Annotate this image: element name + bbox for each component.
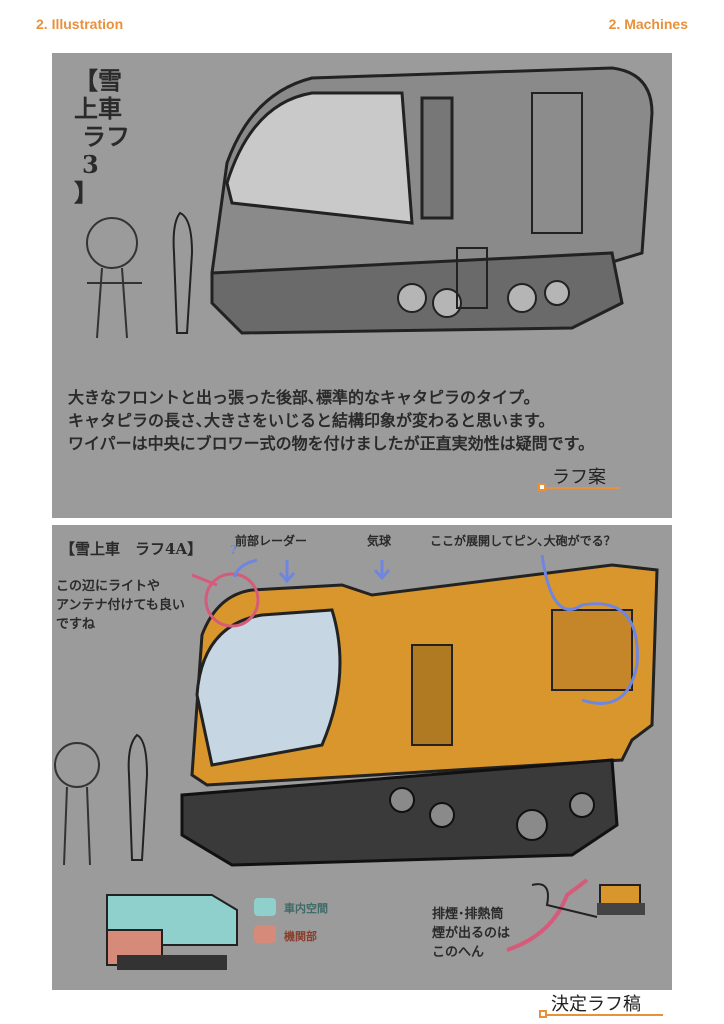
description-line: 大きなフロントと出っ張った後部､標準的なキャタピラのタイプ。 (68, 388, 540, 407)
title-line: 】 (74, 178, 98, 207)
note-front-radar: 前部レーダー (235, 534, 308, 548)
note-balloon: 気球 (367, 534, 392, 548)
title-line: ラフ3 (82, 122, 130, 179)
note-line: この辺にライトや (56, 579, 161, 594)
title: 【雪上車 ラフ4A】 (60, 540, 203, 558)
note-line: ですね (56, 617, 96, 632)
vehicle-sketch-rough3 (86, 66, 654, 339)
rough-sketch-panel: 【雪上車 ラフ3 】 大きなフロントと出っ張った後部､標準的なキャタピラのタイプ… (52, 53, 672, 518)
note-line: アンテナ付けても良い (56, 598, 185, 613)
caption: ラフ案 (552, 467, 606, 488)
legend-label-engine: 機関部 (284, 930, 317, 943)
caption-marker (539, 1010, 547, 1018)
title-line: 【雪上車 (74, 66, 122, 123)
chapter-label: 2. Machines (608, 16, 688, 32)
note-deploy: ここが展開してピン､大砲がでる？ (430, 534, 616, 548)
caption-underline (543, 1014, 663, 1016)
description-line: ワイパーは中央にブロワー式の物を付けましたが正直実効性は疑問です。 (68, 434, 595, 453)
caption-marker (538, 483, 546, 491)
legend-label-cabin: 車内空間 (284, 902, 328, 915)
legend-swatch-cabin (254, 898, 276, 916)
final-rough-panel: 【雪上車 ラフ4A】 前部レーダー 気球 ここが展開してピン､大砲がでる？ ? … (52, 525, 672, 990)
caption-underline (542, 487, 620, 489)
note-question: ? (230, 543, 238, 557)
note-line: 排煙･排熱筒 (432, 907, 504, 922)
note-light: この辺にライトや アンテナ付けても良い ですね (56, 577, 185, 634)
note-exhaust: 排煙･排熱筒 煙が出るのは このへん (432, 905, 510, 962)
note-line: このへん (432, 945, 485, 960)
legend-swatch-engine (254, 925, 276, 943)
description: 大きなフロントと出っ張った後部､標準的なキャタピラのタイプ。 キャタピラの長さ､… (68, 386, 594, 455)
vehicle-sketch-rough4a (54, 554, 659, 970)
note-line: 煙が出るのは (432, 926, 511, 941)
description-line: キャタピラの長さ､大きさをいじると結構印象が変わると思います。 (68, 411, 555, 430)
section-label: 2. Illustration (36, 16, 124, 32)
caption-final: 決定ラフ稿 (551, 994, 641, 1015)
